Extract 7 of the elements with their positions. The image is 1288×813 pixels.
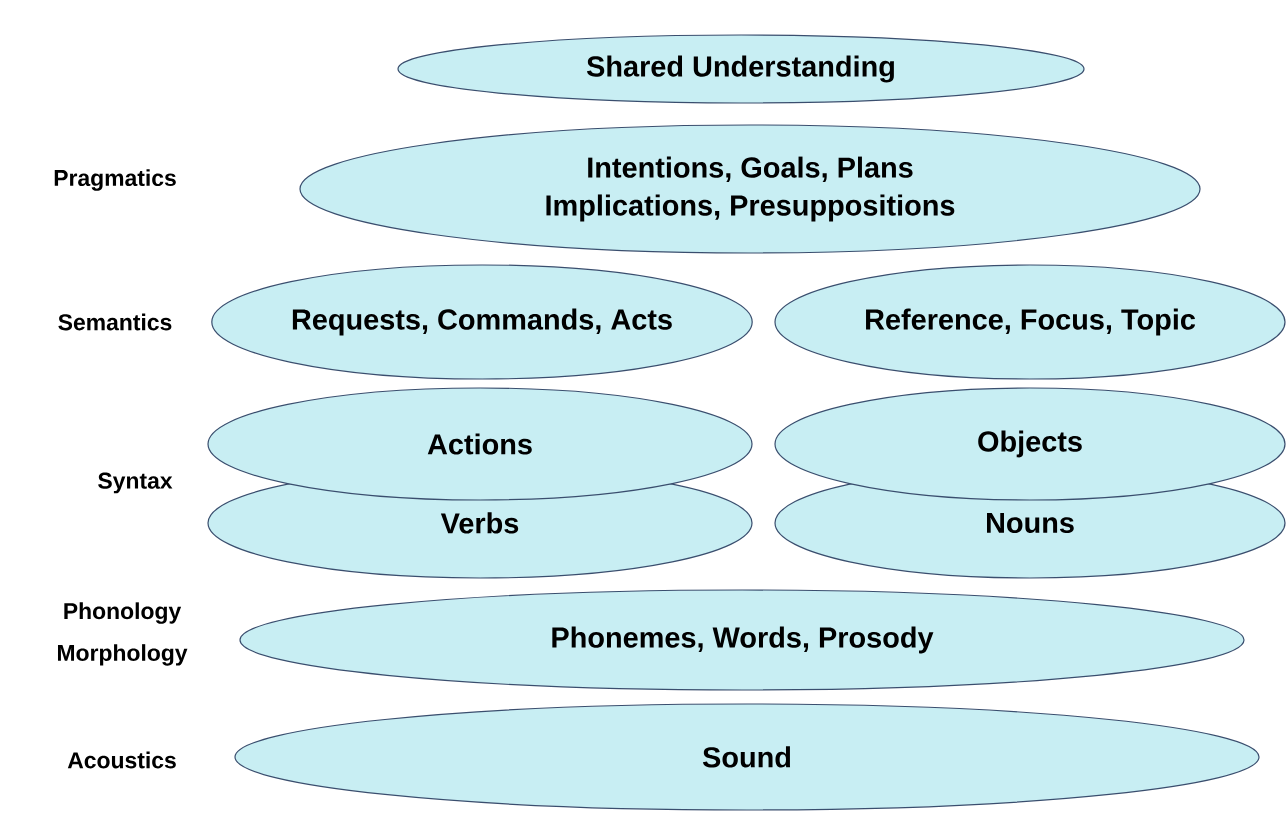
layer-label: Acoustics bbox=[67, 751, 176, 769]
layer-label: Syntax bbox=[98, 472, 173, 494]
layer-label: Phonology Morphology bbox=[58, 602, 188, 666]
node-label: Objects bbox=[978, 430, 1082, 458]
node-label: Nouns bbox=[987, 512, 1074, 534]
layer-label: Semantics bbox=[58, 313, 172, 331]
layer-label: Pragmatics bbox=[54, 169, 176, 191]
